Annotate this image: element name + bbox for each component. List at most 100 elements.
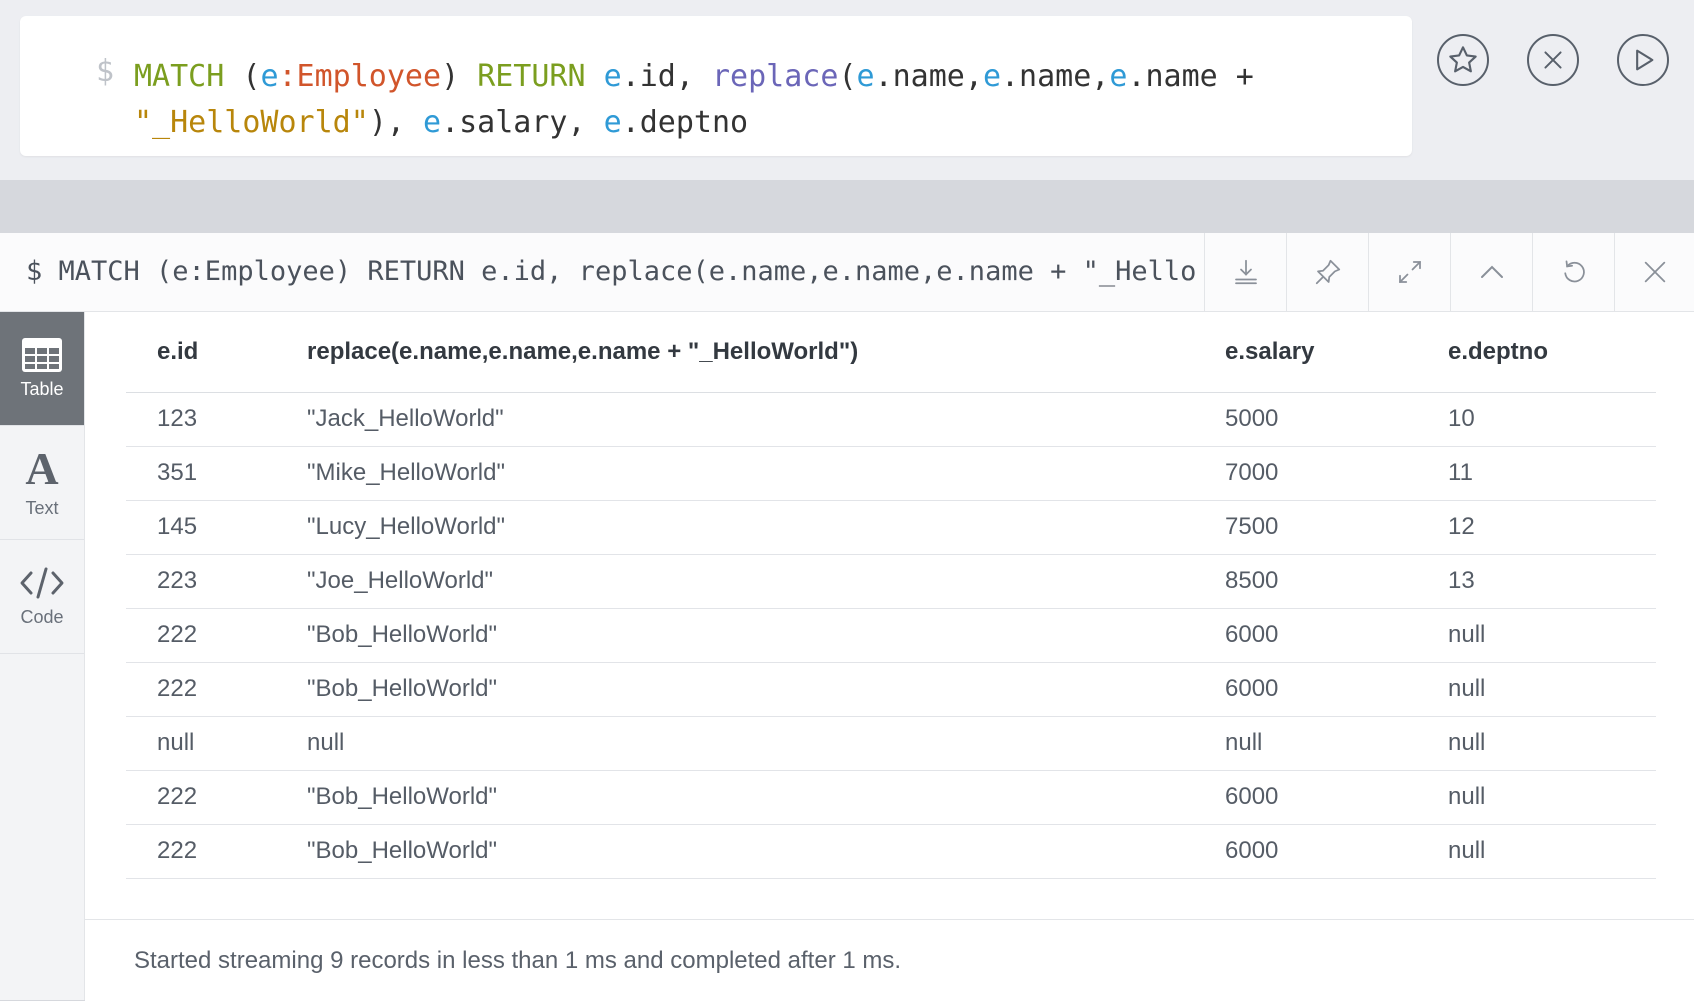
query-editor[interactable]: $ MATCH (e:Employee) RETURN e.id, replac… <box>20 16 1412 156</box>
query-token: .salary, <box>441 105 604 140</box>
collapse-button[interactable] <box>1450 233 1532 311</box>
query-token: .name + <box>1127 59 1254 94</box>
table-cell: 7000 <box>1194 446 1417 501</box>
table-cell: 10 <box>1417 392 1656 447</box>
column-header[interactable]: e.salary <box>1194 312 1417 393</box>
table-cell: "Lucy_HelloWorld" <box>276 500 1194 555</box>
query-token: e <box>603 59 622 94</box>
download-icon <box>1234 259 1257 285</box>
query-token: e <box>603 105 622 140</box>
table-cell: 222 <box>126 662 276 717</box>
favorite-button[interactable] <box>1437 34 1489 86</box>
play-icon <box>1636 49 1654 71</box>
query-token <box>586 59 604 94</box>
query-token: e <box>1109 59 1128 94</box>
close-frame-button[interactable] <box>1614 233 1694 311</box>
pin-button[interactable] <box>1286 233 1368 311</box>
editor-prompt: $ <box>96 54 115 89</box>
run-button[interactable] <box>1617 34 1669 86</box>
sidebar-item-label: Table <box>20 379 64 399</box>
expand-icon <box>1398 261 1421 283</box>
query-token: ( <box>838 59 857 94</box>
sidebar-item-label: Text <box>25 498 59 518</box>
query-token: RETURN <box>477 59 586 94</box>
table-cell: null <box>1417 824 1656 879</box>
query-token: .deptno <box>621 105 749 140</box>
table-cell: 12 <box>1417 500 1656 555</box>
sidebar-item-label: Code <box>20 607 64 627</box>
result-table: e.id replace(e.name,e.name,e.name + "_He… <box>126 312 1656 879</box>
query-token: ( <box>224 59 261 94</box>
table-cell: 7500 <box>1194 500 1417 555</box>
table-cell: "Bob_HelloWorld" <box>276 608 1194 663</box>
table-cell: "Joe_HelloWorld" <box>276 554 1194 609</box>
table-cell: null <box>1417 608 1656 663</box>
query-token: e <box>260 59 279 94</box>
table-cell: 145 <box>126 500 276 555</box>
table-cell: "Bob_HelloWorld" <box>276 662 1194 717</box>
close-icon <box>1644 261 1665 283</box>
table-cell: 11 <box>1417 446 1656 501</box>
table-cell: 222 <box>126 608 276 663</box>
table-cell: null <box>1417 662 1656 717</box>
table-icon <box>22 338 62 372</box>
table-cell: 13 <box>1417 554 1656 609</box>
table-cell: null <box>1194 716 1417 771</box>
fullscreen-button[interactable] <box>1368 233 1450 311</box>
query-token: replace <box>712 59 839 94</box>
query-token: .name, <box>874 59 983 94</box>
clear-button[interactable] <box>1527 34 1579 86</box>
result-table-container: e.id replace(e.name,e.name,e.name + "_He… <box>126 312 1656 879</box>
query-token: MATCH <box>134 59 225 94</box>
table-cell: 8500 <box>1194 554 1417 609</box>
table-cell: 6000 <box>1194 770 1417 825</box>
query-token: e <box>423 105 442 140</box>
close-circle-icon <box>1544 51 1562 69</box>
query-token: .id, <box>621 59 712 94</box>
table-cell: "Mike_HelloWorld" <box>276 446 1194 501</box>
table-cell: 6000 <box>1194 662 1417 717</box>
star-icon <box>1449 46 1477 73</box>
table-cell: null <box>1417 770 1656 825</box>
rerun-button[interactable] <box>1532 233 1614 311</box>
table-cell: null <box>1417 716 1656 771</box>
query-token: "_HelloWorld" <box>134 105 369 140</box>
query-token: ) <box>441 59 478 94</box>
query-token: e <box>856 59 875 94</box>
editor-band: $ MATCH (e:Employee) RETURN e.id, replac… <box>0 0 1694 180</box>
status-bar: Started streaming 9 records in less than… <box>85 919 1694 1001</box>
table-cell: 123 <box>126 392 276 447</box>
column-header[interactable]: e.id <box>126 312 276 393</box>
table-cell: 222 <box>126 824 276 879</box>
download-button[interactable] <box>1204 233 1286 311</box>
sidebar-item-code[interactable]: Code <box>0 540 84 654</box>
column-header[interactable]: e.deptno <box>1417 312 1656 393</box>
table-cell: 6000 <box>1194 824 1417 879</box>
query-code[interactable]: MATCH (e:Employee) RETURN e.id, replace(… <box>134 54 1364 146</box>
code-icon <box>20 567 64 599</box>
query-token: ), <box>368 105 423 140</box>
table-cell: "Bob_HelloWorld" <box>276 824 1194 879</box>
frame-title[interactable]: $ MATCH (e:Employee) RETURN e.id, replac… <box>26 256 1196 287</box>
chevron-up-icon <box>1480 265 1503 278</box>
table-cell: "Jack_HelloWorld" <box>276 392 1194 447</box>
sidebar-item-table[interactable]: Table <box>0 312 84 426</box>
table-cell: 5000 <box>1194 392 1417 447</box>
table-cell: 222 <box>126 770 276 825</box>
sidebar-item-text[interactable]: A Text <box>0 426 84 540</box>
table-cell: null <box>126 716 276 771</box>
result-frame: $ MATCH (e:Employee) RETURN e.id, replac… <box>0 233 1694 1001</box>
view-sidebar: Table A Text Code <box>0 312 85 1000</box>
frame-header: $ MATCH (e:Employee) RETURN e.id, replac… <box>0 233 1694 312</box>
table-cell: 223 <box>126 554 276 609</box>
column-header[interactable]: replace(e.name,e.name,e.name + "_HelloWo… <box>276 312 1194 393</box>
